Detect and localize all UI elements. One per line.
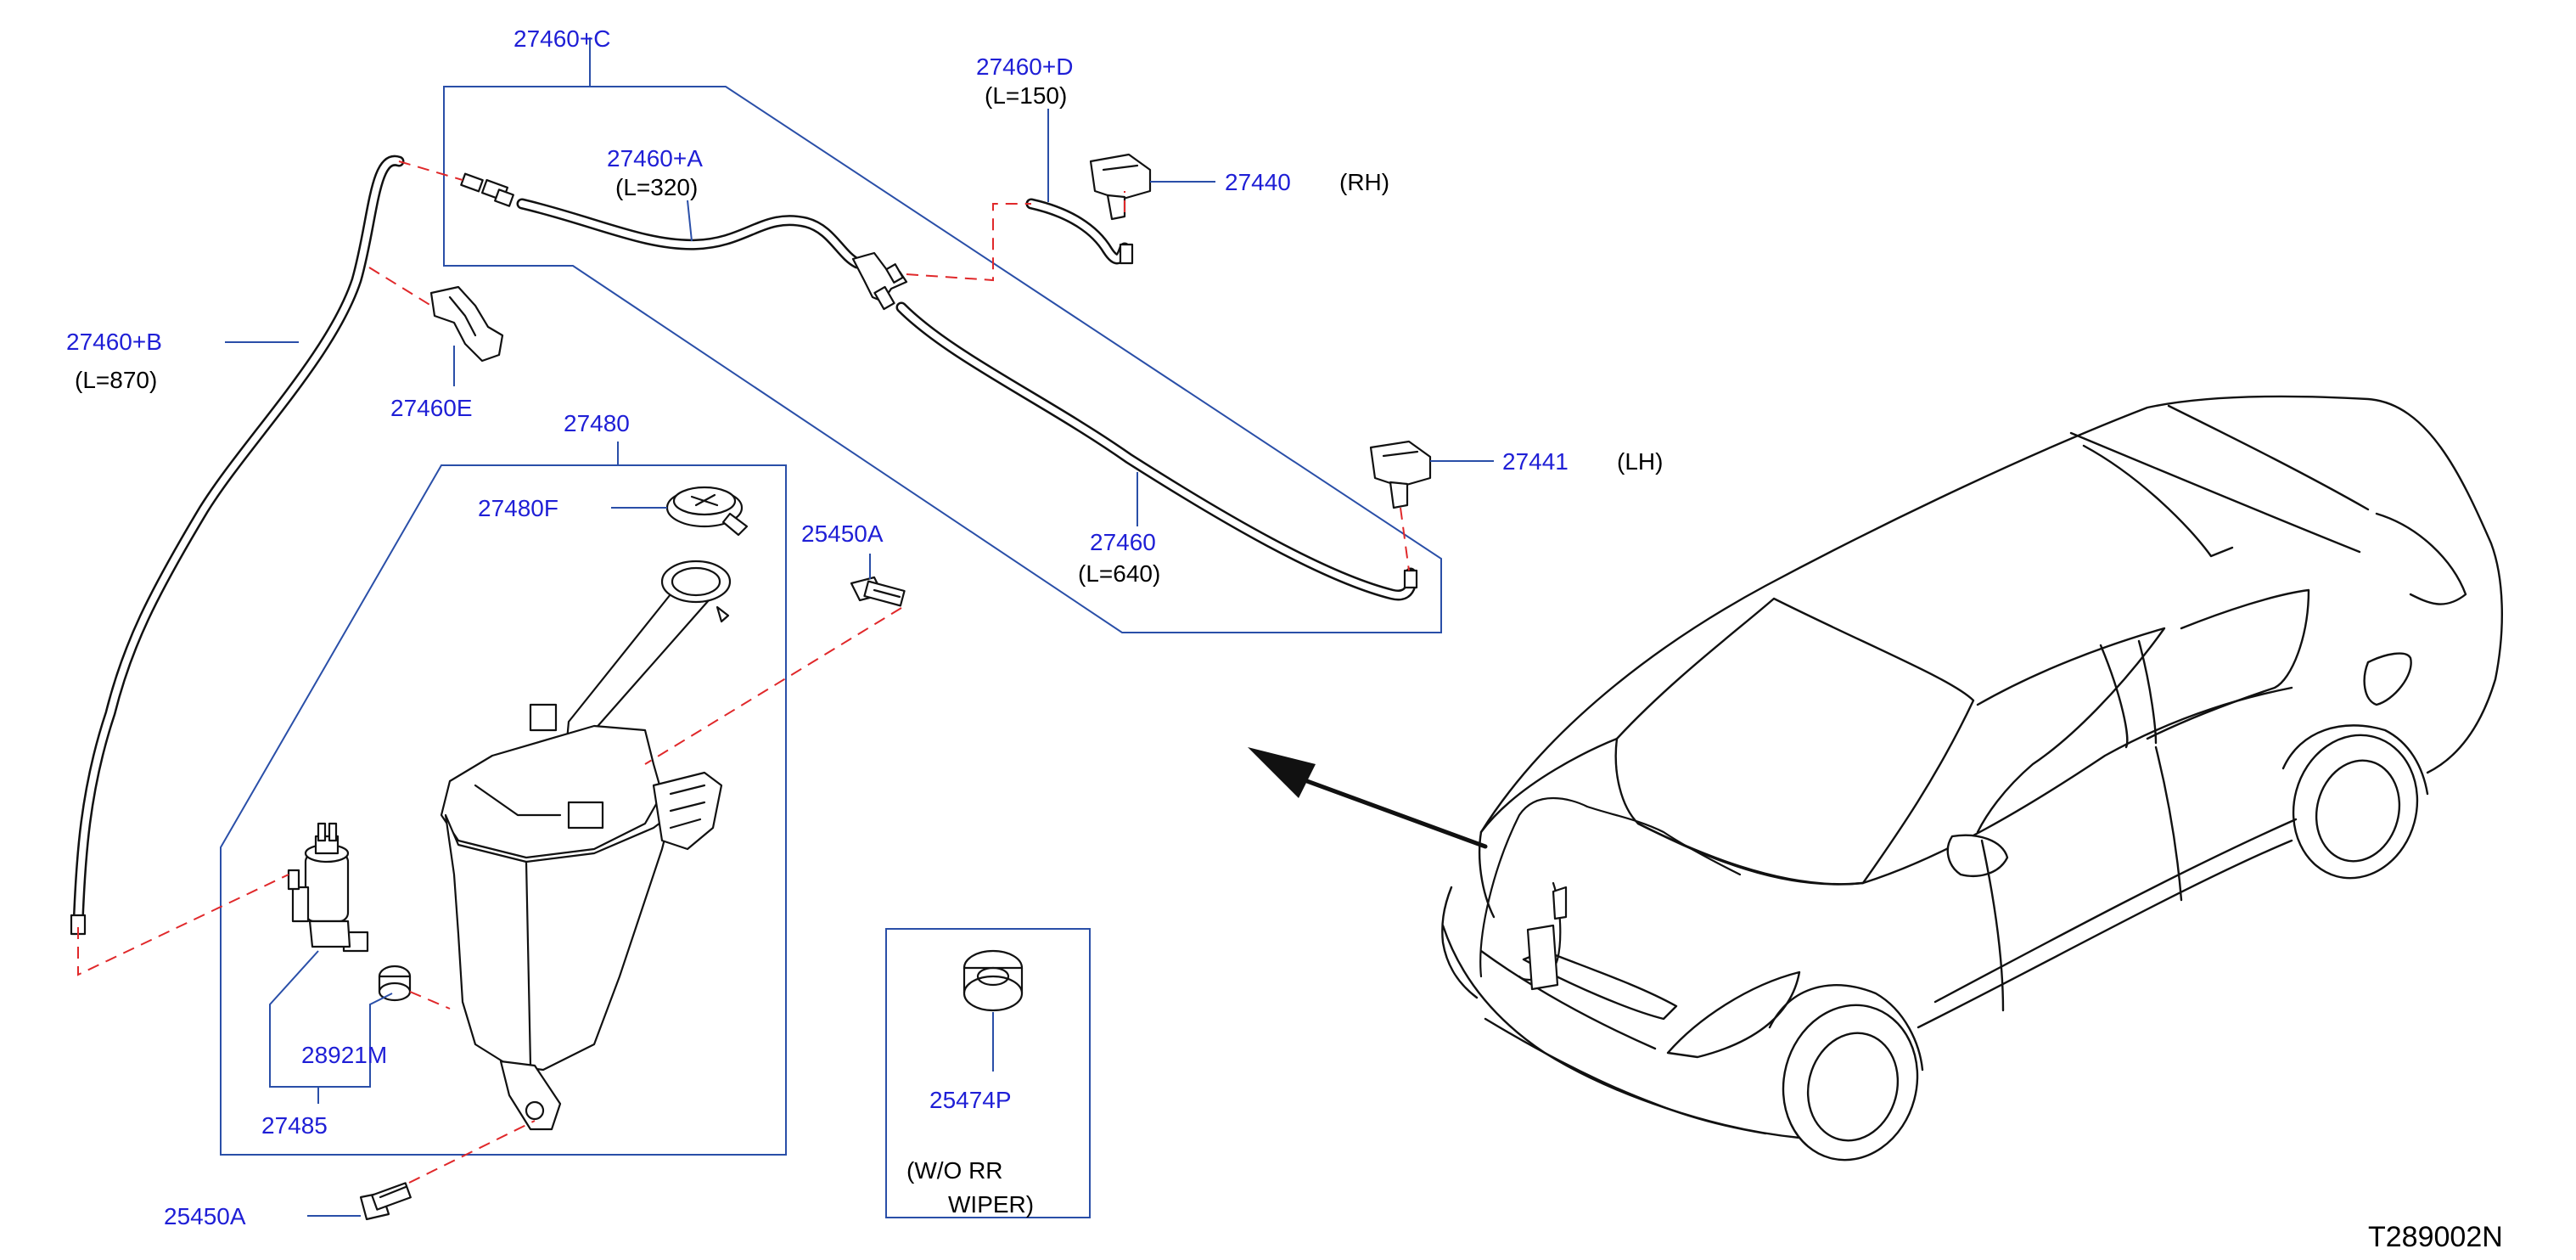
label-25450a-top: 25450A (801, 520, 884, 547)
dashed-connection-lines (77, 160, 1410, 1184)
grommet-option-box (885, 928, 1091, 1218)
label-27480f: 27480F (478, 495, 558, 521)
label-27460-b-length: (L=870) (75, 367, 157, 393)
label-27460-length: (L=640) (1078, 560, 1160, 587)
tank-cap-27480f (665, 486, 749, 537)
grommet-28921m (378, 965, 412, 1002)
washer-tank-27480 (440, 560, 732, 1131)
label-27441: 27441 (1502, 448, 1569, 475)
label-wo-rr-line2: WIPER) (948, 1191, 1034, 1218)
grommet-25474p (962, 949, 1024, 1012)
hose-27460-a (516, 198, 863, 269)
tank-group-box (220, 464, 787, 1156)
label-27485: 27485 (261, 1112, 328, 1139)
hose-27460-b (72, 155, 405, 931)
label-wo-rr-line1: (W/O RR (906, 1157, 1003, 1184)
label-27441-side: (LH) (1617, 448, 1663, 475)
washer-pump-27485 (287, 822, 369, 953)
label-27460-c: 27460+C (514, 25, 610, 52)
t-joint-connector (851, 251, 908, 311)
hose-fittings (70, 172, 1418, 936)
label-27460-a: 27460+A (607, 145, 703, 172)
label-27460: 27460 (1090, 529, 1156, 555)
hose-assembly-group-box (443, 86, 1442, 633)
diagram-code: T289002N (2368, 1221, 2503, 1253)
label-27460-b: 27460+B (66, 329, 162, 355)
washer-nozzle-rh-27440 (1089, 153, 1152, 221)
label-27480: 27480 (564, 410, 630, 436)
label-28921m: 28921M (301, 1042, 387, 1068)
washer-nozzle-lh-27441 (1369, 440, 1432, 509)
vehicle-outline (1441, 395, 2503, 1162)
leader-lines (225, 37, 1494, 1217)
bolt-25450a-top (850, 576, 906, 607)
label-27460-a-length: (L=320) (615, 174, 698, 200)
label-27460-d: 27460+D (976, 53, 1073, 80)
label-27440: 27440 (1225, 169, 1291, 195)
label-25450a-bottom: 25450A (164, 1203, 246, 1229)
label-27440-side: (RH) (1339, 169, 1389, 195)
label-25474p: 25474P (929, 1087, 1012, 1113)
label-27460e: 27460E (390, 395, 473, 421)
hose-clip-27460e (429, 285, 504, 363)
label-27460-d-length: (L=150) (985, 82, 1067, 109)
bolt-25450a-bottom (359, 1182, 412, 1221)
hose-27460 (895, 301, 1417, 601)
location-arrow (1248, 747, 1488, 849)
